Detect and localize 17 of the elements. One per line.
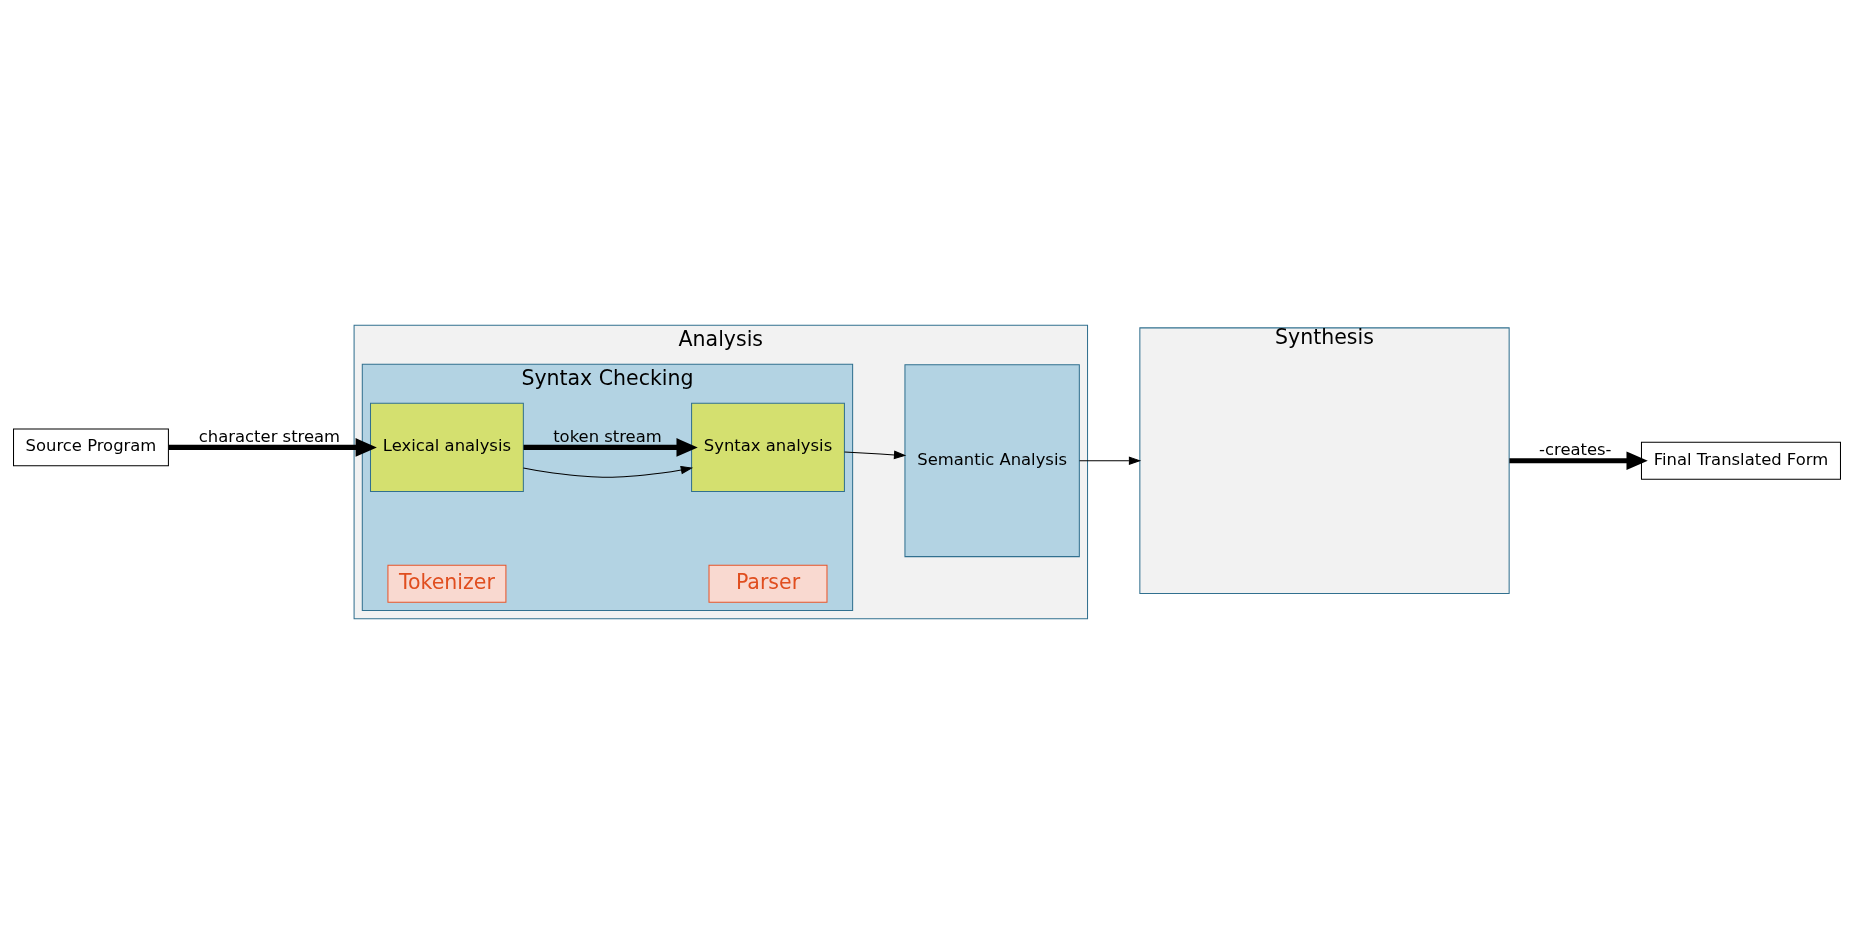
- node-box: Final Translated Form: [1640, 441, 1841, 480]
- edge-label: -creates-: [1539, 440, 1612, 460]
- node-box: Synthesis: [1139, 327, 1510, 595]
- edge-label: token stream: [553, 427, 662, 447]
- node-box: Parser: [708, 564, 828, 603]
- node-box: Tokenizer: [387, 564, 507, 603]
- node-box: Syntax analysis: [691, 402, 845, 492]
- arrow: [1509, 451, 1648, 471]
- arrow: [523, 438, 698, 457]
- node-box: Lexical analysis: [370, 402, 524, 492]
- edge-label: character stream: [198, 427, 341, 447]
- arrow: [1079, 456, 1142, 466]
- arrow: [168, 438, 377, 457]
- node-box: Semantic Analysis: [904, 364, 1080, 558]
- arrow: [844, 450, 907, 460]
- arrow: [522, 465, 694, 478]
- node-box: Source Program: [13, 428, 169, 467]
